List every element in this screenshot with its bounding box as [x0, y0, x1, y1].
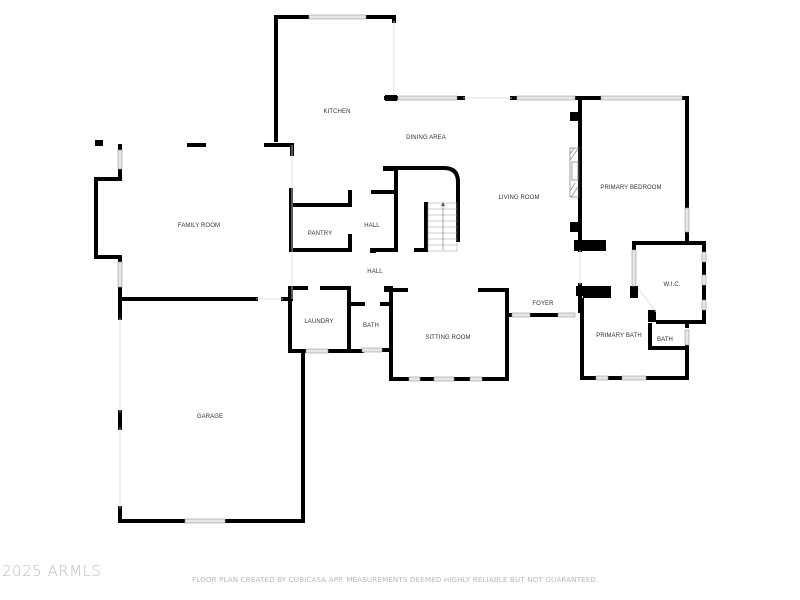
room-label-hall-lower: HALL	[367, 269, 383, 275]
room-label-kitchen: KITCHEN	[323, 109, 351, 115]
disclaimer: FLOOR PLAN CREATED BY CUBICASA APP. MEAS…	[192, 575, 599, 584]
windows	[117, 14, 707, 524]
wall-blocks	[95, 95, 656, 322]
room-label-bath-1: BATH	[363, 323, 379, 329]
room-label-garage: GARAGE	[196, 414, 224, 420]
room-label-primary-bath: PRIMARY BATH	[596, 333, 642, 339]
openings	[119, 21, 657, 508]
room-label-wic: W.I.C.	[663, 282, 681, 288]
fireplace	[569, 147, 580, 198]
room-label-dining-area: DINING AREA	[406, 135, 446, 141]
room-label-foyer: FOYER	[532, 301, 554, 307]
room-label-laundry: LAUNDRY	[304, 319, 334, 325]
room-label-living-room: LIVING ROOM	[498, 195, 540, 201]
watermark: 2025 ARMLS	[2, 562, 102, 580]
room-label-sitting-room: SITTING ROOM	[425, 335, 471, 341]
room-label-hall-upper: HALL	[364, 223, 380, 229]
walls	[94, 15, 706, 523]
room-label-primary-bedroom: PRIMARY BEDROOM	[600, 185, 662, 191]
staircase	[427, 202, 458, 252]
room-label-bath-2: BATH	[657, 337, 673, 343]
room-label-pantry: PANTRY	[307, 231, 333, 237]
room-label-family-room: FAMILY ROOM	[177, 223, 221, 229]
